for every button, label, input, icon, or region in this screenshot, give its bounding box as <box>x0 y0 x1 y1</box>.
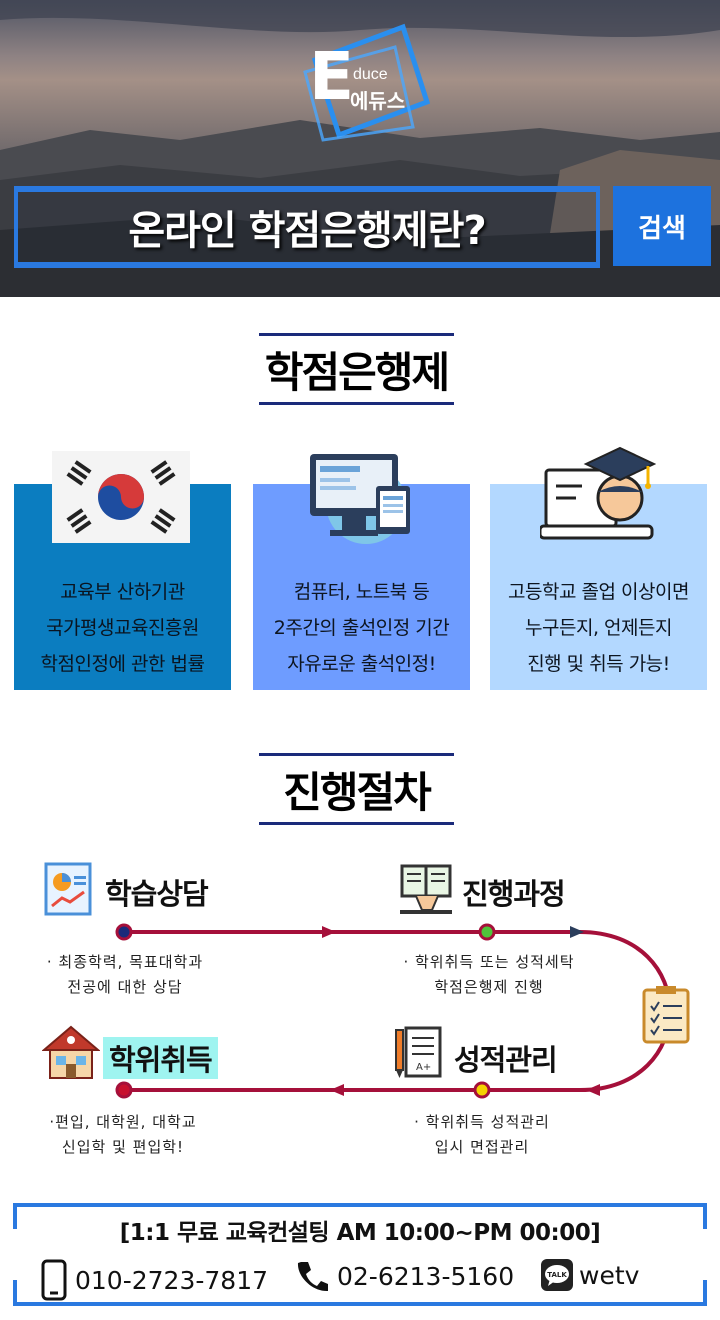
step-desc-grade: · 학위취득 성적관리 입시 면접관리 <box>414 1113 550 1156</box>
korea-flag-icon <box>52 451 190 543</box>
consult-hours: [1:1 무료 교육컨설팅 AM 10:00~PM 00:00] <box>119 1220 601 1246</box>
card-line: 자유로운 출석인정! <box>287 653 436 675</box>
step-label-grade: 성적관리 <box>454 1043 558 1077</box>
step-desc-progress: · 학위취득 또는 성적세탁 학점은행제 진행 <box>403 953 575 996</box>
kakao-contact[interactable]: TALK wetv <box>541 1259 639 1291</box>
section-title-procedure: 진행절차 <box>259 753 454 825</box>
step-label-degree: 학위취득 <box>103 1037 218 1079</box>
step-label-consult: 학습상담 <box>105 877 209 911</box>
card-line: 고등학교 졸업 이상이면 <box>508 581 689 603</box>
grade-report-icon: A+ <box>395 1026 442 1078</box>
consultation-chart-icon <box>44 862 92 916</box>
logo-squares-icon <box>303 23 431 142</box>
kakao-talk-icon: TALK <box>541 1259 573 1291</box>
process-flow-line <box>115 923 672 1099</box>
svg-text:A+: A+ <box>416 1062 431 1073</box>
card-line: 컴퓨터, 노트북 등 <box>293 581 430 603</box>
graduate-laptop-icon <box>540 446 656 540</box>
search-button[interactable]: 검색 <box>613 186 711 266</box>
card-line: 진행 및 취득 가능! <box>527 653 670 675</box>
step-desc-degree: ·편입, 대학원, 대학교 신입학 및 편입학! <box>49 1113 197 1156</box>
search-headline: 온라인 학점은행제란? <box>128 208 486 254</box>
search-input[interactable]: 온라인 학점은행제란? <box>14 186 600 268</box>
mobile-number: 010-2723-7817 <box>75 1265 269 1295</box>
card-line: 교육부 산하기관 <box>60 581 185 603</box>
educe-logo[interactable]: E duce 에듀스 <box>295 22 435 142</box>
card-line: 누구든지, 언제든지 <box>525 617 672 639</box>
logo-letter: E <box>309 38 355 115</box>
checklist-icon[interactable] <box>642 984 690 1044</box>
phone-contact[interactable]: 02-6213-5160 <box>295 1259 514 1293</box>
step-label-progress: 진행과정 <box>462 877 566 911</box>
logo-korean: 에듀스 <box>350 89 406 113</box>
logo-sub: duce <box>353 66 388 83</box>
card-line: 2주간의 출석인정 기간 <box>273 617 450 639</box>
card-line: 학점인정에 관한 법률 <box>40 653 205 675</box>
section-title-credit-bank: 학점은행제 <box>259 333 454 405</box>
mobile-phone-icon <box>41 1259 67 1301</box>
phone-number: 02-6213-5160 <box>337 1261 515 1291</box>
card-line: 국가평생교육진흥원 <box>46 617 199 639</box>
contact-footer: [1:1 무료 교육컨설팅 AM 10:00~PM 00:00] 010-272… <box>13 1203 707 1306</box>
telephone-icon <box>297 1262 328 1292</box>
house-icon <box>42 1025 100 1079</box>
talk-badge: TALK <box>547 1271 567 1279</box>
computer-icon <box>310 454 410 544</box>
book-hand-icon <box>400 864 452 914</box>
step-desc-consult: · 최종학력, 목표대학과 전공에 대한 상담 <box>46 953 204 996</box>
mobile-contact[interactable]: 010-2723-7817 <box>41 1259 268 1301</box>
kakao-id: wetv <box>579 1260 640 1290</box>
